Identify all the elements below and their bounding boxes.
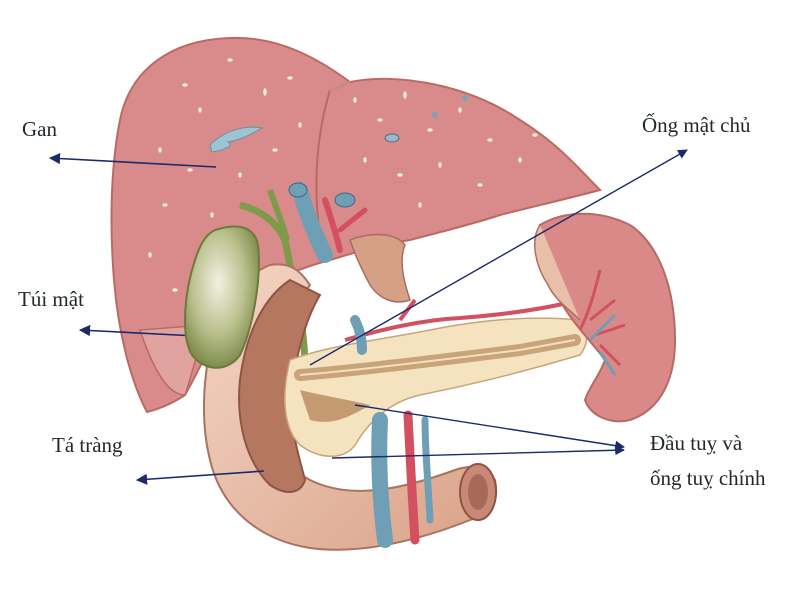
arrow-ta-trang [135, 470, 265, 485]
label-ta-trang: Tá tràng [52, 433, 123, 457]
leader-arrows [48, 149, 688, 485]
label-dau-tuy-line2: ống tuỵ chính [650, 466, 766, 490]
spleen [533, 212, 677, 423]
label-gan: Gan [22, 117, 57, 141]
arrow-gan [48, 152, 217, 168]
label-ong-mat-chu: Ống mật chủ [642, 113, 751, 137]
label-tui-mat: Túi mật [18, 287, 84, 311]
liver [110, 36, 602, 414]
arrow-ong-mat-chu [309, 149, 688, 366]
mesenteric-vessels [344, 298, 581, 548]
label-dau-tuy-line1: Đầu tuỵ và [650, 431, 743, 455]
gallbladder [184, 225, 260, 369]
pancreas [284, 317, 588, 457]
arrow-dau-tuy [331, 445, 625, 459]
duodenum [202, 263, 498, 551]
arrow-ong-tuy-chinh [354, 404, 625, 451]
stomach-remnant [349, 233, 411, 303]
